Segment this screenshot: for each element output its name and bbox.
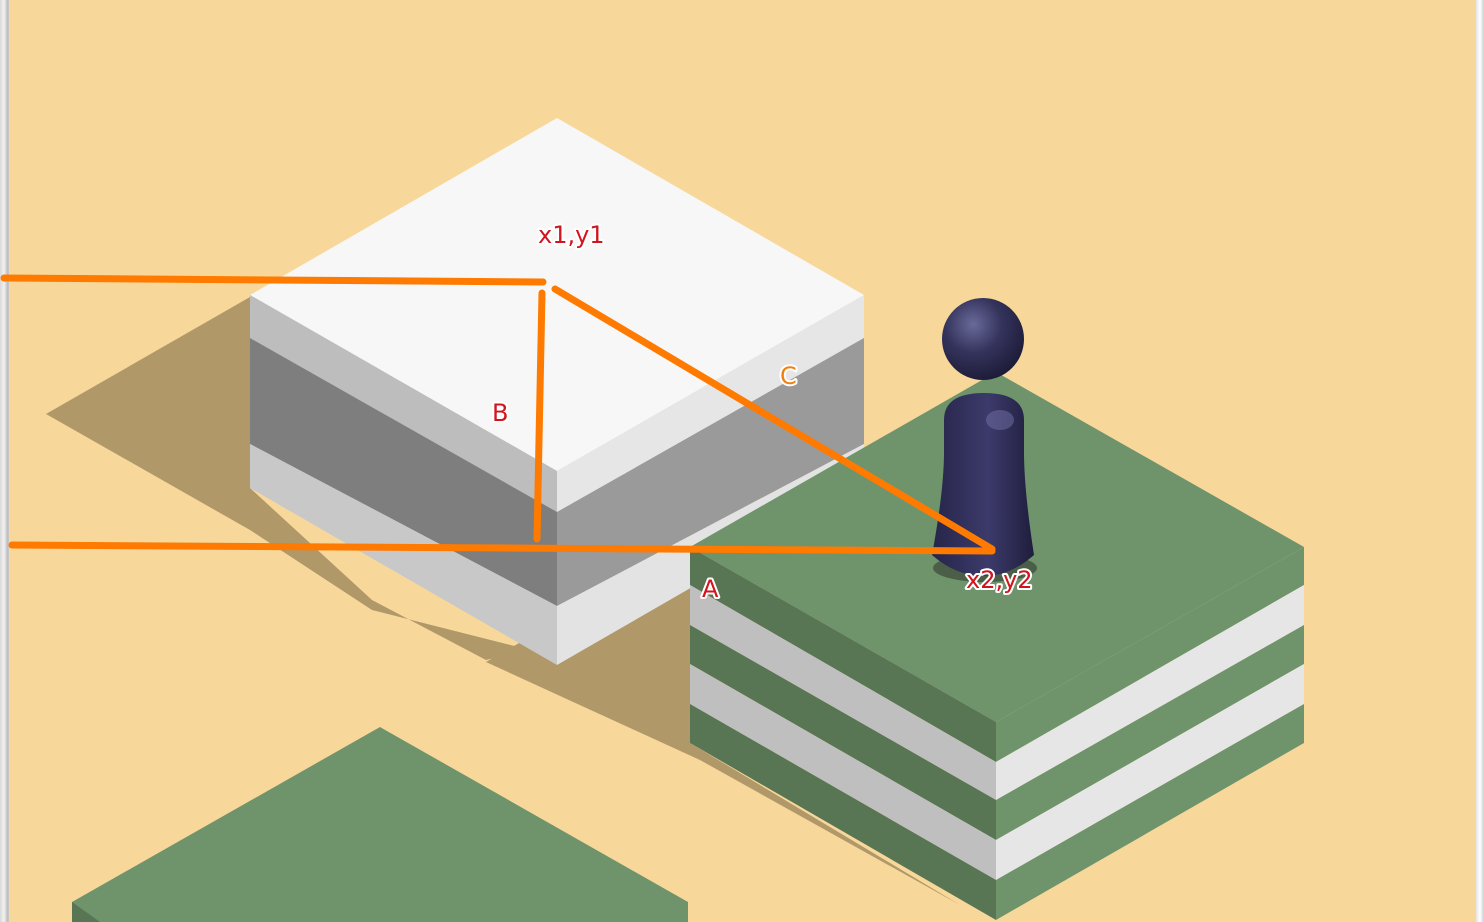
label-b: B: [492, 399, 508, 427]
bottom-horizontal-line-a: [8, 541, 996, 555]
top-horizontal-line: [0, 274, 547, 286]
player-head: [942, 298, 1024, 380]
diagonal-line-c: [551, 285, 996, 553]
label-a: A: [702, 575, 719, 603]
label-c: C: [780, 362, 797, 390]
white-block-shadow: [46, 297, 530, 660]
window-left-edge: [0, 0, 10, 922]
vertical-line-b: [533, 289, 546, 543]
label-x2y2: x2,y2: [966, 566, 1033, 594]
label-x1y1: x1,y1: [538, 221, 605, 249]
player-piece[interactable]: [932, 298, 1037, 582]
measurement-lines: [0, 274, 996, 555]
lower-green-block: [72, 727, 688, 922]
window-right-edge: [1476, 0, 1484, 922]
